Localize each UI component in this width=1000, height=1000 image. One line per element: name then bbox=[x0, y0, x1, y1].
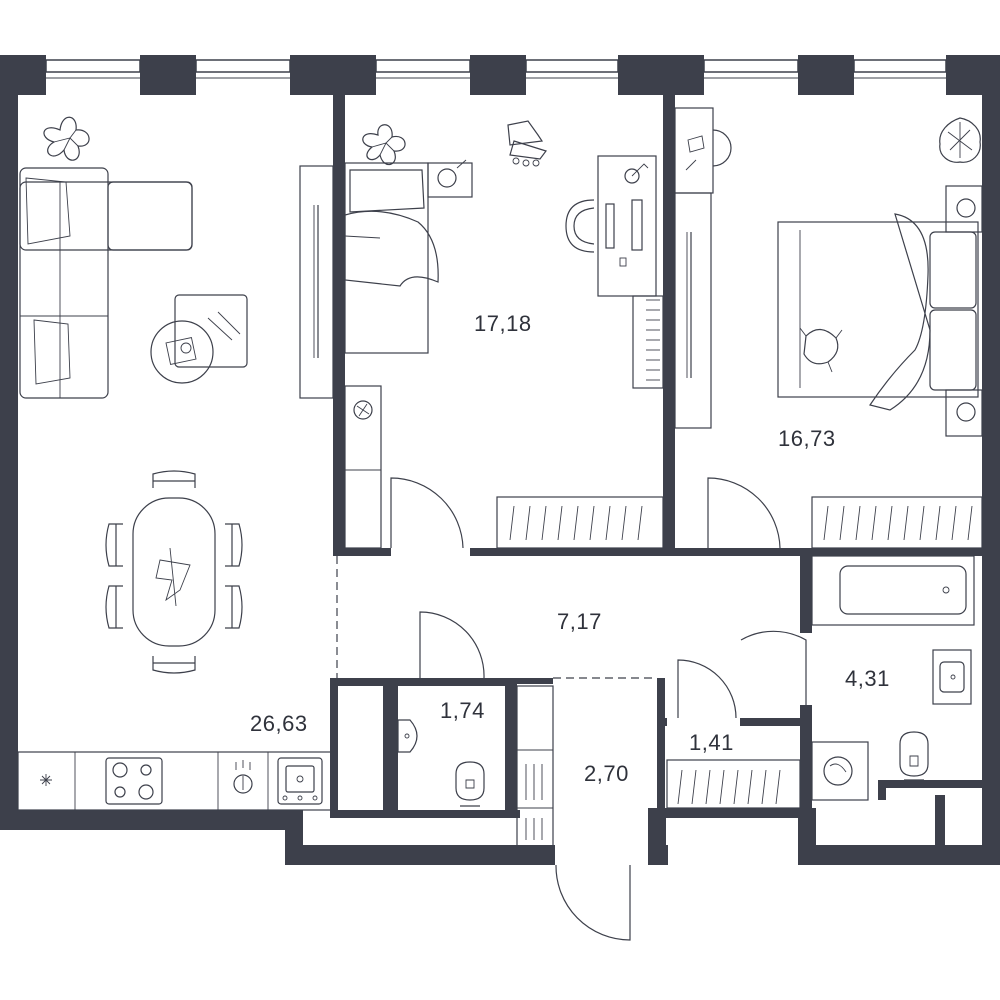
sofa-icon bbox=[19, 167, 193, 399]
dining-table-icon bbox=[105, 470, 243, 674]
bathroom-furniture bbox=[811, 555, 975, 801]
area-label-bedroom-1: 17,18 bbox=[474, 311, 532, 336]
area-label-bathroom-small: 1,74 bbox=[440, 698, 485, 723]
plant-icon bbox=[362, 124, 406, 166]
area-labels: 26,63 17,18 16,73 7,17 1,74 4,31 1,41 2,… bbox=[250, 311, 890, 786]
windows bbox=[45, 59, 947, 79]
wardrobe-icon bbox=[344, 385, 382, 549]
sink-icon bbox=[397, 719, 418, 753]
desk-icon bbox=[597, 155, 657, 297]
radiator-icon bbox=[811, 496, 983, 549]
doors bbox=[390, 477, 807, 941]
bedroom-1-furniture bbox=[344, 120, 664, 549]
bathtub-icon bbox=[811, 555, 975, 626]
cat-icon bbox=[799, 327, 843, 373]
snowflake-icon bbox=[40, 774, 52, 786]
plant-icon bbox=[939, 117, 981, 163]
stove-icon bbox=[105, 757, 163, 805]
area-label-entrance: 2,70 bbox=[584, 761, 629, 786]
skates-icon bbox=[507, 120, 547, 167]
area-label-hallway: 7,17 bbox=[557, 609, 602, 634]
sink-icon bbox=[932, 649, 972, 705]
kitchen-counter bbox=[17, 751, 334, 811]
radiator-icon bbox=[496, 496, 664, 549]
chair-icon bbox=[565, 199, 595, 253]
nightstand-icon bbox=[945, 185, 983, 437]
small-bathroom-furniture bbox=[397, 719, 485, 807]
washing-machine-icon bbox=[811, 741, 869, 801]
area-label-living-kitchen: 26,63 bbox=[250, 711, 308, 736]
faucet-icon bbox=[233, 760, 253, 794]
area-label-bathroom: 4,31 bbox=[845, 666, 890, 691]
nightstand-icon bbox=[427, 159, 473, 198]
plant-icon bbox=[43, 116, 90, 161]
living-kitchen-furniture bbox=[17, 116, 334, 811]
storage-shelves bbox=[666, 759, 801, 809]
kitchen-sink-icon bbox=[277, 757, 323, 805]
toilet-icon bbox=[455, 761, 485, 807]
tv-stand-icon bbox=[674, 192, 712, 429]
tv-stand-icon bbox=[299, 165, 334, 399]
bedroom-2-furniture bbox=[674, 107, 983, 549]
toilet-icon bbox=[899, 731, 929, 781]
desk-icon bbox=[674, 107, 732, 194]
bookshelf-icon bbox=[632, 295, 664, 389]
bed-icon bbox=[777, 213, 979, 411]
walls bbox=[0, 55, 1000, 865]
area-label-storage: 1,41 bbox=[689, 730, 734, 755]
entrance-closet bbox=[516, 685, 554, 849]
area-label-bedroom-2: 16,73 bbox=[778, 426, 836, 451]
bed-icon bbox=[344, 162, 439, 354]
coffee-table-icon bbox=[150, 294, 248, 384]
